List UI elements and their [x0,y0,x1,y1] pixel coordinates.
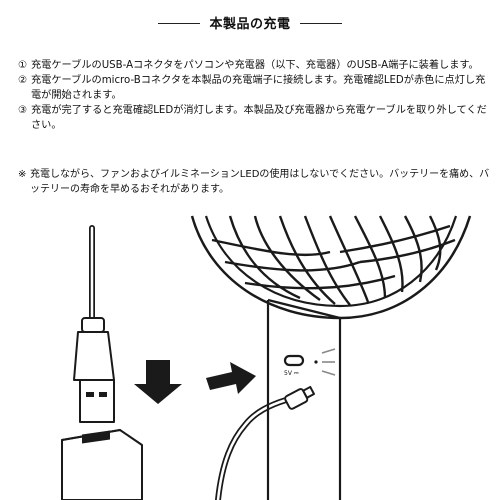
caution-note: ※ 充電しながら、ファンおよびイルミネーションLEDの使用はしないでください。バ… [18,167,492,197]
step-number: ① [18,60,28,71]
step-text: 充電が完了すると充電確認LEDが消灯します。本製品及び充電器から充電ケーブルを取… [31,105,487,131]
charging-steps: ① 充電ケーブルのUSB-Aコネクタをパソコンや充電器（以下、充電器）のUSB-… [18,58,488,133]
port-voltage-label: 5V ⎓ [284,370,299,377]
section-header: 本製品の充電 [0,8,500,38]
header-rule-right [300,23,342,24]
step-number: ② [18,75,28,86]
step-2: ② 充電ケーブルのmicro-Bコネクタを本製品の充電端子に接続します。充電確認… [18,73,488,103]
arrow-right-icon [206,362,256,394]
usb-a-connector [73,317,115,423]
handheld-fan [190,215,472,500]
step-number: ③ [18,105,28,116]
step-text: 充電ケーブルのUSB-Aコネクタをパソコンや充電器（以下、充電器）のUSB-A端… [31,60,479,71]
charging-port [283,354,305,367]
step-text: 充電ケーブルのmicro-Bコネクタを本製品の充電端子に接続します。充電確認LE… [31,75,486,101]
status-led [314,360,318,364]
charging-illustration [61,215,472,500]
step-3: ③ 充電が完了すると充電確認LEDが消灯します。本製品及び充電器から充電ケーブル… [18,103,488,133]
header-rule-left [158,23,200,24]
micro-b-connector [284,385,316,410]
note-mark: ※ [18,169,27,180]
micro-b-cable [215,397,289,500]
note-text: 充電しながら、ファンおよびイルミネーションLEDの使用はしないでください。バッテ… [30,169,490,195]
arrow-down-icon [134,360,182,404]
charger-box [61,429,143,500]
section-title: 本製品の充電 [209,17,291,32]
step-1: ① 充電ケーブルのUSB-Aコネクタをパソコンや充電器（以下、充電器）のUSB-… [18,58,488,73]
